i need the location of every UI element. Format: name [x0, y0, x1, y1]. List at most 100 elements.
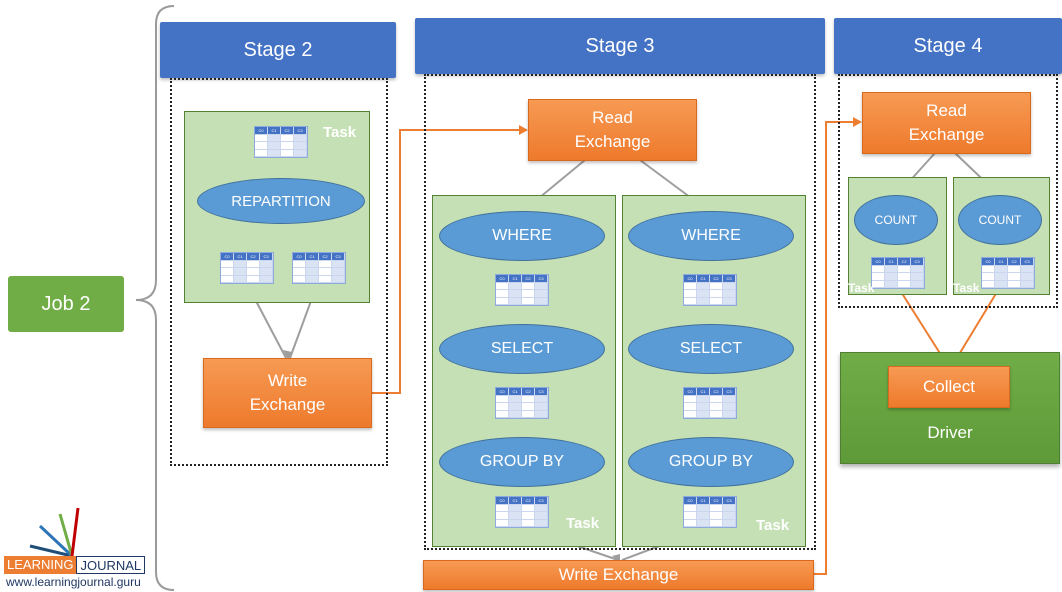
table-cell: [535, 512, 548, 520]
table-cell: [723, 410, 736, 418]
table-header-cell: C0: [684, 497, 697, 505]
table-header-cell: C3: [332, 253, 345, 261]
table-cell: [710, 410, 723, 418]
table-header-cell: C1: [697, 275, 710, 283]
table-header-cell: C3: [535, 388, 548, 396]
driver-label: Driver: [927, 423, 973, 442]
table-cell: [496, 395, 509, 403]
table-cell: [684, 282, 697, 290]
table-cell: [496, 519, 509, 527]
table-cell: [697, 395, 710, 403]
table-cell: [522, 410, 535, 418]
table-header-cell: C1: [697, 388, 710, 396]
stage-2-task-label: Task: [323, 124, 357, 141]
table-cell: [697, 410, 710, 418]
table-header-cell: C2: [522, 388, 535, 396]
job-label: Job 2: [8, 276, 124, 332]
write-exchange-label: Write Exchange: [249, 371, 326, 414]
table-cell: [522, 395, 535, 403]
table-header-cell: C1: [509, 388, 522, 396]
table-cell: [255, 142, 268, 150]
stage-4-task-label-2: Task: [953, 281, 980, 295]
table-header-cell: C0: [496, 388, 509, 396]
table-cell: [710, 403, 723, 411]
table-cell: [293, 268, 306, 276]
table-cell: [221, 268, 234, 276]
table-cell: [496, 403, 509, 411]
table-cell: [684, 410, 697, 418]
job-brace: [135, 5, 175, 591]
table-cell: [535, 403, 548, 411]
table-cell: [509, 297, 522, 305]
stage-3-task-label-2: Task: [756, 517, 790, 534]
table-cell: [723, 512, 736, 520]
table-cell: [684, 297, 697, 305]
table-cell: [234, 260, 247, 268]
table-header-cell: C0: [496, 275, 509, 283]
table-cell: [535, 519, 548, 527]
table-header-cell: C0: [982, 258, 995, 266]
table-cell: [885, 280, 898, 288]
logo-wordmark: LEARNING JOURNAL: [4, 556, 146, 574]
table-cell: [535, 297, 548, 305]
table-cell: [710, 519, 723, 527]
table-cell: [982, 280, 995, 288]
table-cell: [281, 142, 294, 150]
table-header-cell: C3: [535, 275, 548, 283]
table-cell: [697, 519, 710, 527]
table-cell: [268, 134, 281, 142]
table-cell: [898, 280, 911, 288]
table-cell: [293, 275, 306, 283]
table-cell: [247, 275, 260, 283]
group-by-op: GROUP BY: [628, 437, 794, 487]
table-cell: [697, 403, 710, 411]
logo-learning: LEARNING: [4, 556, 77, 574]
table-cell: [522, 290, 535, 298]
table-header-cell: C0: [872, 258, 885, 266]
table-cell: [535, 282, 548, 290]
stage-3-write-exchange: Write Exchange: [423, 560, 814, 590]
table-cell: [509, 395, 522, 403]
stage-2-write-exchange: Write Exchange: [203, 358, 372, 428]
repartition-op: REPARTITION: [197, 178, 365, 224]
table-cell: [306, 260, 319, 268]
table-cell: [247, 268, 260, 276]
table-header-cell: C0: [684, 275, 697, 283]
table-header-cell: C2: [522, 275, 535, 283]
table-header-cell: C0: [293, 253, 306, 261]
table-cell: [496, 290, 509, 298]
table-cell: [522, 504, 535, 512]
read-exchange-label: Read Exchange: [574, 108, 651, 151]
table-cell: [281, 149, 294, 157]
table-cell: [911, 280, 924, 288]
table-cell: [234, 275, 247, 283]
table-header-cell: C3: [260, 253, 273, 261]
table-cell: [710, 512, 723, 520]
table-cell: [982, 273, 995, 281]
table-cell: [294, 149, 307, 157]
table-header-cell: C1: [509, 497, 522, 505]
table-cell: [723, 504, 736, 512]
table-cell: [535, 504, 548, 512]
table-cell: [221, 260, 234, 268]
table-header-cell: C2: [1008, 258, 1021, 266]
table-cell: [710, 290, 723, 298]
table-cell: [1021, 280, 1034, 288]
table-cell: [535, 290, 548, 298]
table-header-cell: C2: [281, 127, 294, 135]
table-cell: [911, 265, 924, 273]
table-header-cell: C1: [509, 275, 522, 283]
table-cell: [496, 410, 509, 418]
table-header-cell: C3: [723, 388, 736, 396]
table-cell: [723, 282, 736, 290]
table-header-cell: C1: [234, 253, 247, 261]
table-cell: [697, 290, 710, 298]
table-cell: [522, 403, 535, 411]
table-header-cell: C1: [697, 497, 710, 505]
